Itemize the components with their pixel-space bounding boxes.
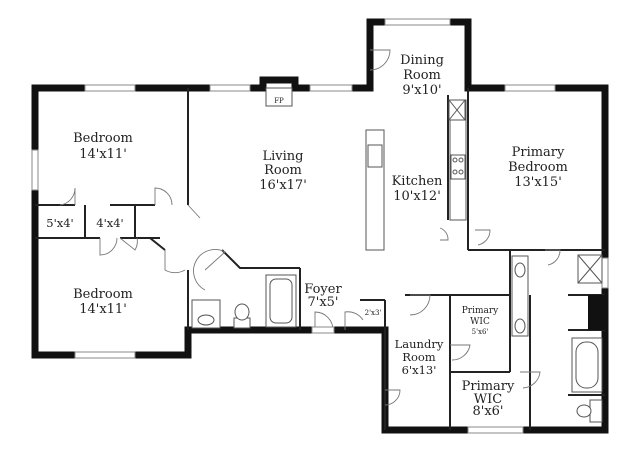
primary-wic-small-label-1: Primary bbox=[462, 306, 499, 316]
primary-bedroom-size: 13'x15' bbox=[514, 175, 562, 190]
primary-wic-large-label-2: WIC bbox=[474, 392, 502, 407]
primary-wic-large-size: 8'x6' bbox=[472, 404, 503, 419]
laundry-size: 6'x13' bbox=[402, 363, 437, 377]
living-label-1: Living bbox=[263, 149, 304, 164]
windows bbox=[31, 18, 609, 434]
bedroom-upper-size: 14'x11' bbox=[79, 147, 127, 162]
fireplace-label: FP bbox=[274, 97, 284, 105]
primary-wic-small-size: 5'x6' bbox=[472, 328, 489, 336]
bedroom-lower-label: Bedroom bbox=[73, 287, 133, 302]
fireplace-icon bbox=[265, 87, 293, 107]
primary-bedroom-label-2: Bedroom bbox=[508, 160, 568, 175]
foyer-closet-size: 2'x3' bbox=[365, 309, 382, 317]
laundry-label-2: Room bbox=[402, 350, 436, 364]
foyer-size: 7'x5' bbox=[307, 295, 338, 310]
laundry-label-1: Laundry bbox=[395, 337, 444, 351]
doors bbox=[59, 49, 561, 406]
bedroom-lower-size: 14'x11' bbox=[79, 302, 127, 317]
dining-size: 9'x10' bbox=[402, 83, 441, 98]
room-labels: Dining Room 9'x10' Bedroom 14'x11' Livin… bbox=[46, 53, 568, 419]
closet-b-size: 4'x4' bbox=[96, 216, 123, 230]
dining-label-2: Room bbox=[403, 68, 441, 83]
living-size: 16'x17' bbox=[259, 178, 307, 193]
interior-walls bbox=[35, 88, 605, 430]
bedroom-upper-label: Bedroom bbox=[73, 131, 133, 146]
kitchen-label: Kitchen bbox=[392, 174, 443, 189]
primary-wic-large-label-1: Primary bbox=[462, 379, 515, 394]
primary-wic-small-label-2: WIC bbox=[470, 317, 490, 327]
primary-toilet-icon bbox=[589, 399, 603, 423]
kitchen-size: 10'x12' bbox=[393, 189, 441, 204]
dining-label-1: Dining bbox=[400, 53, 444, 68]
primary-vanity bbox=[511, 255, 529, 337]
foyer-label: Foyer bbox=[304, 282, 342, 297]
living-label-2: Room bbox=[264, 163, 302, 178]
closet-a-size: 5'x4' bbox=[46, 216, 73, 230]
primary-bedroom-label-1: Primary bbox=[512, 145, 565, 160]
fixtures bbox=[191, 87, 603, 423]
